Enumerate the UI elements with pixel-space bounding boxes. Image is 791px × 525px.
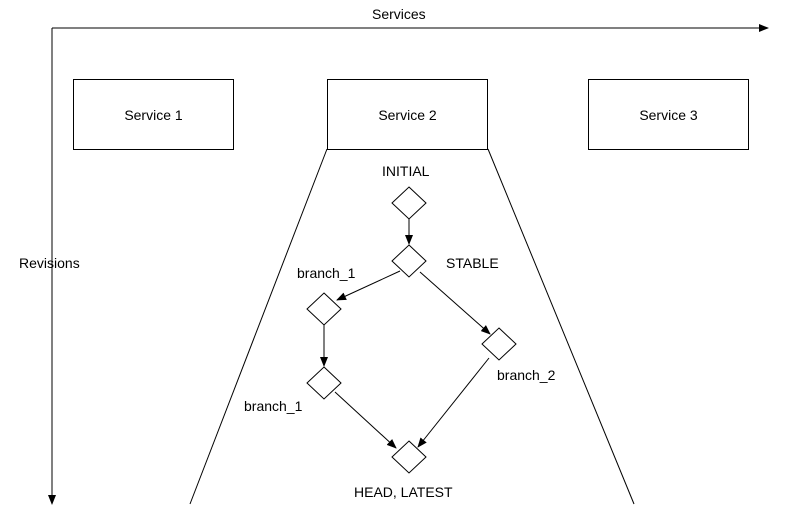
services-axis-label: Services: [372, 6, 426, 22]
head-latest-label: HEAD, LATEST: [354, 484, 453, 500]
funnel-right-edge: [487, 148, 635, 505]
branch-1-lower-label: branch_1: [244, 398, 303, 414]
revision-node-branch-1-lower: [306, 366, 342, 400]
revision-node-branch-1-upper: [306, 292, 342, 326]
service-3-box: Service 3: [588, 79, 749, 150]
service-3-label: Service 3: [639, 106, 698, 123]
revision-node-branch-2: [481, 327, 517, 361]
initial-label: INITIAL: [382, 163, 430, 179]
service-1-box: Service 1: [73, 79, 234, 150]
revision-node-stable: [391, 244, 427, 278]
revision-node-initial: [391, 186, 427, 220]
revision-node-head: [391, 440, 427, 474]
funnel-left-edge: [189, 148, 328, 505]
service-2-box: Service 2: [327, 79, 488, 150]
revisions-axis-label: Revisions: [19, 255, 80, 271]
service-2-label: Service 2: [378, 106, 437, 123]
edge-branch-2-to-head: [417, 357, 490, 448]
branch-2-label: branch_2: [497, 367, 556, 383]
stable-label: STABLE: [446, 255, 499, 271]
service-1-label: Service 1: [124, 106, 183, 123]
edge-branch-1-lower-to-head: [334, 391, 397, 449]
edge-stable-to-branch-2: [419, 271, 491, 335]
branch-1-upper-label: branch_1: [297, 265, 356, 281]
edge-stable-to-branch-1-upper: [336, 270, 401, 301]
